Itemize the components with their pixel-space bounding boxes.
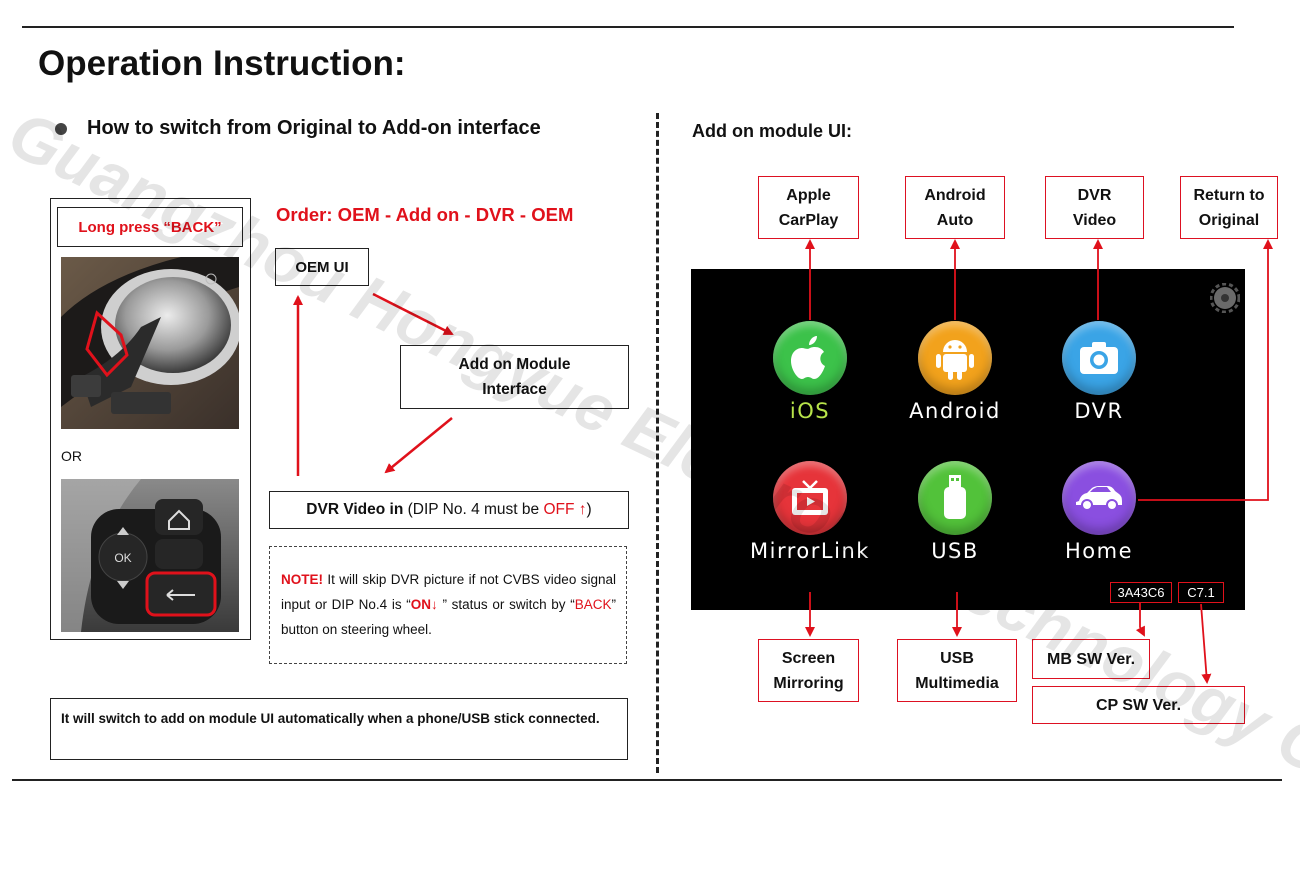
callout-arrows [0,0,1300,796]
